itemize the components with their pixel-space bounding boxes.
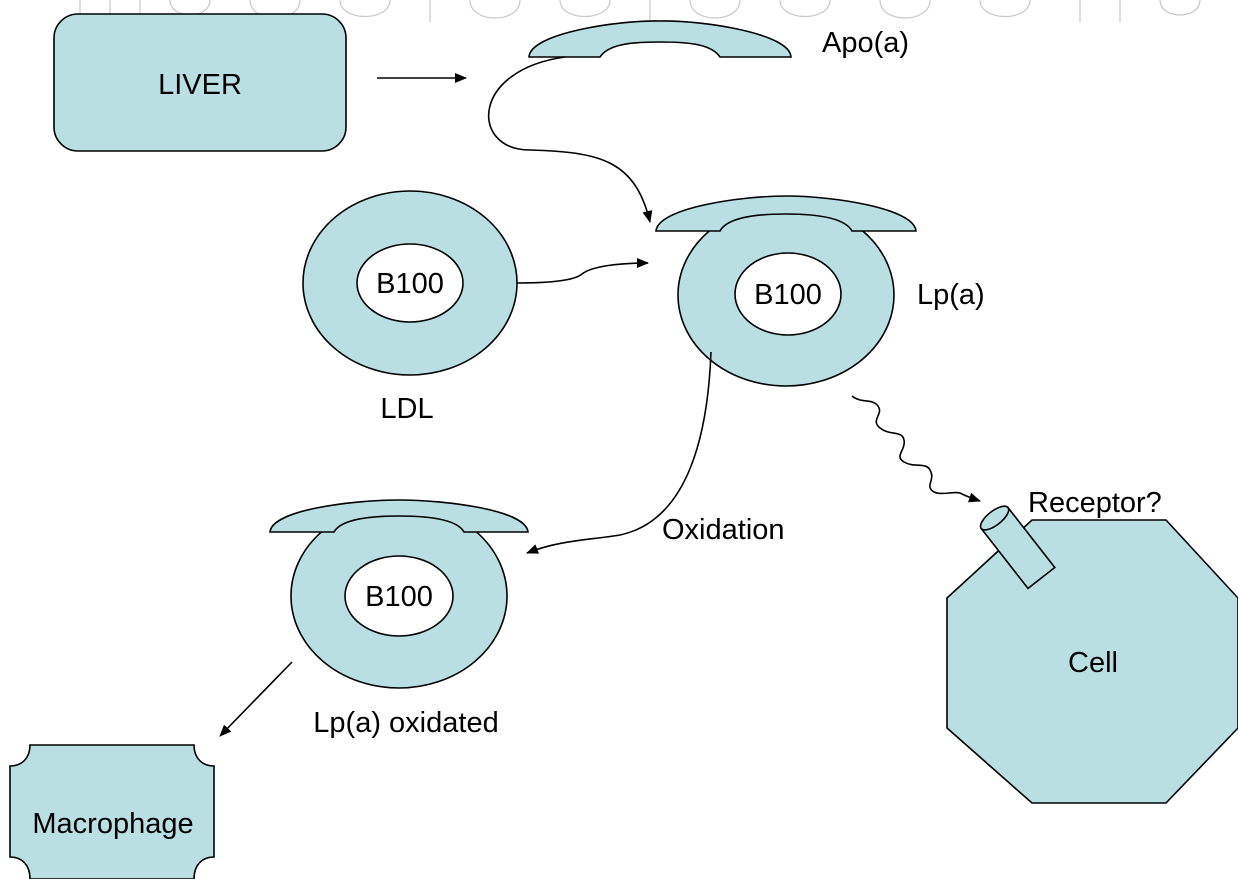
cell-node: Cell Receptor? [946,487,1238,804]
oxidation-label: Oxidation [662,514,785,546]
receptor-label: Receptor? [1028,487,1162,519]
receptor-icon [979,505,1056,590]
macrophage-shape [9,744,215,879]
ldl-label: LDL [380,393,433,425]
lpa-b100-core [734,252,842,336]
lpa-oxidated-b100-label: B100 [365,581,433,613]
arrow-to-macrophage [219,661,293,737]
cell-label: Cell [1068,647,1118,679]
ldl-b100-label: B100 [376,268,444,300]
liver-box [53,13,347,152]
arrow-apoa-to-lpa [487,56,653,223]
liver-label: LIVER [158,69,242,101]
arrow-oxidation [526,351,712,554]
lpa-oxidated-apoa-cap [269,499,529,533]
ldl-particle: B100 LDL [302,190,518,425]
lpa-particle: B100 Lp(a) [655,195,985,387]
lpa-b100-label: B100 [754,279,822,311]
lpa-oxidated-b100-core [344,555,454,637]
lpa-apoa-cap [655,195,917,232]
lpa-label: Lp(a) [917,279,985,311]
apoa-cap-shape [528,20,792,58]
lpa-oxidated-label: Lp(a) oxidated [313,707,498,739]
apoa-label: Apo(a) [822,27,909,59]
liver-node: LIVER [53,13,347,152]
ldl-b100-core [356,243,464,323]
cell-octagon [946,519,1238,804]
arrow-lpa-to-receptor [851,395,981,503]
macrophage-label: Macrophage [32,808,193,840]
arrow-ldl-to-lpa [516,258,649,284]
macrophage-node: Macrophage [9,744,215,879]
lpa-oxidated-particle: B100 Lp(a) oxidated [269,499,529,739]
apoa-node: Apo(a) [528,20,909,59]
receptor-top [979,505,1010,531]
